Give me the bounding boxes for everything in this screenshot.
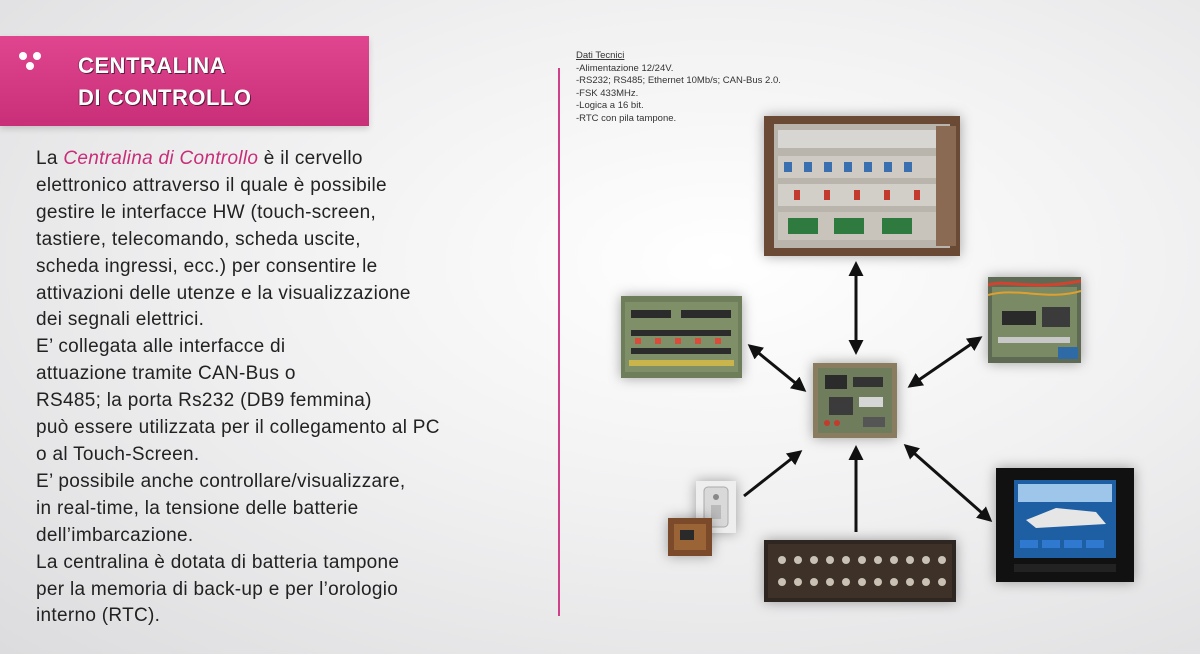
remote-control-photo — [696, 481, 736, 533]
description-line: E’ collegata alle interfacce di — [36, 336, 286, 358]
arrow-bottom-right — [903, 444, 993, 522]
description-line: La Centralina di Controllo è il cervello — [36, 146, 536, 173]
description-line: attivazioni delle utenze e la visualizza… — [36, 282, 411, 304]
description-line: scheda ingressi, ecc.) per consentire le — [36, 255, 378, 277]
description-line: può essere utilizzata per il collegament… — [36, 417, 440, 439]
tech-specs: Dati Tecnici -Alimentazione 12/24V. -RS2… — [576, 50, 781, 126]
page-title: CENTRALINA DI CONTROLLO — [78, 50, 251, 114]
description-line: attuazione tramite CAN-Bus o — [36, 363, 296, 385]
description-line: interno (RTC). — [36, 605, 161, 627]
transmitter-chip-photo — [668, 518, 712, 556]
tech-spec-item: -FSK 433MHz. — [576, 87, 639, 99]
description-line: o al Touch-Screen. — [36, 443, 200, 465]
dots-cluster-icon — [19, 52, 41, 70]
tech-spec-item: -Logica a 16 bit. — [576, 100, 644, 112]
header-band: CENTRALINA DI CONTROLLO — [0, 36, 369, 126]
keypad-photo — [764, 540, 956, 602]
highlight-product-name: Centralina di Controllo — [63, 148, 259, 169]
touch-screen-photo — [996, 468, 1134, 582]
arrow-right — [907, 336, 983, 388]
description-line: tastiere, telecomando, scheda uscite, — [36, 228, 361, 250]
description-line: La centralina è dotata di batteria tampo… — [36, 551, 400, 573]
tech-spec-item: -RTC con pila tampone. — [576, 112, 677, 124]
description-line: E’ possibile anche controllare/visualizz… — [36, 470, 406, 492]
input-board-photo — [988, 277, 1081, 363]
arrow-left — [747, 344, 807, 392]
tech-spec-item: -Alimentazione 12/24V. — [576, 62, 674, 74]
relay-board-photo — [621, 296, 742, 378]
description-line: gestire le interfacce HW (touch-screen, — [36, 201, 377, 223]
tech-specs-title: Dati Tecnici — [576, 50, 625, 61]
description-line: dei segnali elettrici. — [36, 309, 205, 331]
tech-spec-item: -RS232; RS485; Ethernet 10Mb/s; CAN-Bus … — [576, 75, 781, 87]
description-text: La Centralina di Controllo è il cervello… — [36, 146, 536, 630]
description-suffix: è il cervello — [258, 148, 363, 169]
control-unit-photo — [813, 363, 897, 438]
description-line: in real-time, la tensione delle batterie — [36, 497, 359, 519]
description-line: RS485; la porta Rs232 (DB9 femmina) — [36, 390, 372, 412]
vertical-divider — [558, 68, 560, 616]
arrow-bottom-left — [743, 450, 803, 498]
description-line: elettronico attraverso il quale è possib… — [36, 174, 387, 196]
description-prefix: La — [36, 148, 64, 169]
description-line: dell’imbarcazione. — [36, 524, 194, 546]
page-title-line2: DI CONTROLLO — [78, 85, 252, 110]
description-line: per la memoria di back-up e per l’orolog… — [36, 578, 399, 600]
electrical-panel-photo — [764, 116, 960, 256]
page-title-line1: CENTRALINA — [78, 53, 226, 78]
